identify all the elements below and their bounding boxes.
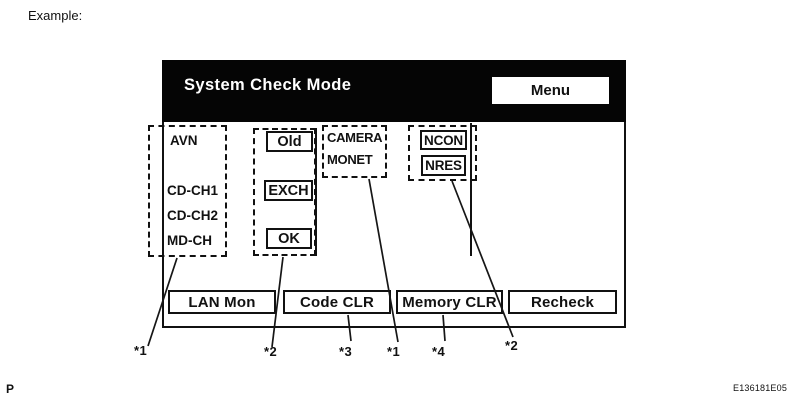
device-item-camera: CAMERA <box>327 130 383 145</box>
recheck-button[interactable]: Recheck <box>508 290 617 314</box>
old-button[interactable]: Old <box>266 131 313 152</box>
example-label: Example: <box>28 8 83 23</box>
callout-label-1b: *1 <box>387 344 401 359</box>
callout-box-network-buttons <box>408 125 477 181</box>
menu-button[interactable]: Menu <box>492 77 609 104</box>
lan-mon-button[interactable]: LAN Mon <box>168 290 276 314</box>
callout-label-2b: *2 <box>505 338 519 353</box>
page-marker: P <box>6 382 15 396</box>
callout-label-4: *4 <box>432 344 446 359</box>
device-item-monet: MONET <box>327 152 373 167</box>
callout-label-2a: *2 <box>264 344 278 359</box>
system-item-avn: AVN <box>170 133 198 148</box>
callout-box-device-list: CAMERA MONET <box>322 125 387 178</box>
callout-box-status-buttons <box>253 128 316 256</box>
system-item-cdch2: CD-CH2 <box>167 208 219 223</box>
nres-button[interactable]: NRES <box>421 155 466 176</box>
callout-box-system-list: AVN CD-CH1 CD-CH2 MD-CH <box>148 125 227 257</box>
exch-button[interactable]: EXCH <box>264 180 313 201</box>
callout-label-1a: *1 <box>134 343 148 358</box>
screen-column-divider-left <box>315 128 317 256</box>
system-item-cdch1: CD-CH1 <box>167 183 219 198</box>
ncon-button[interactable]: NCON <box>420 130 467 150</box>
system-item-mdch: MD-CH <box>167 233 212 248</box>
code-clr-button[interactable]: Code CLR <box>283 290 391 314</box>
figure-code: E136181E05 <box>733 383 788 393</box>
screen-title: System Check Mode <box>184 76 352 94</box>
callout-label-3: *3 <box>339 344 353 359</box>
ok-button[interactable]: OK <box>266 228 312 249</box>
memory-clr-button[interactable]: Memory CLR <box>396 290 503 314</box>
